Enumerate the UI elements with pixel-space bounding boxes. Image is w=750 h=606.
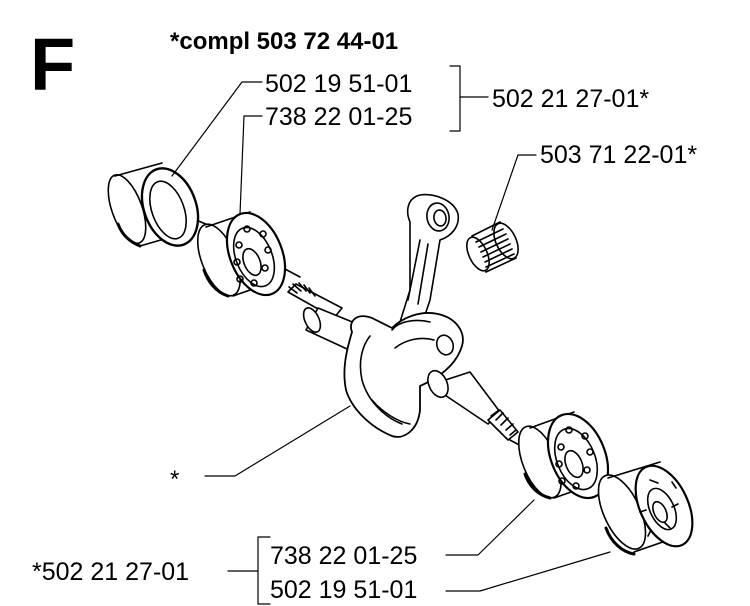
ball-bearing-bottom [517,411,610,500]
sealing-ring-bottom [597,461,694,560]
sealing-ring-top [107,162,200,248]
label-set-top: 502 21 27-01* [492,85,650,113]
needle-bearing [466,221,519,273]
label-bearing-bottom: 738 22 01-25 [270,542,418,570]
label-ring-bottom: 502 19 51-01 [270,576,418,604]
label-bearing-top: 738 22 01-25 [265,103,413,131]
label-needle-bearing: 503 71 22-01* [540,141,698,169]
connecting-rod [399,193,460,331]
crankshaft-right-journal [427,369,519,441]
label-crankshaft: * [170,466,180,493]
crankshaft-webs [343,312,464,438]
kit-part-number: *compl 503 72 44-01 [170,28,399,55]
ball-bearing-top [196,211,287,298]
label-ring-top: 502 19 51-01 [265,70,413,98]
leader-lines [171,65,611,605]
section-letter: F [30,23,76,106]
label-set-bottom: *502 21 27-01 [32,558,190,586]
